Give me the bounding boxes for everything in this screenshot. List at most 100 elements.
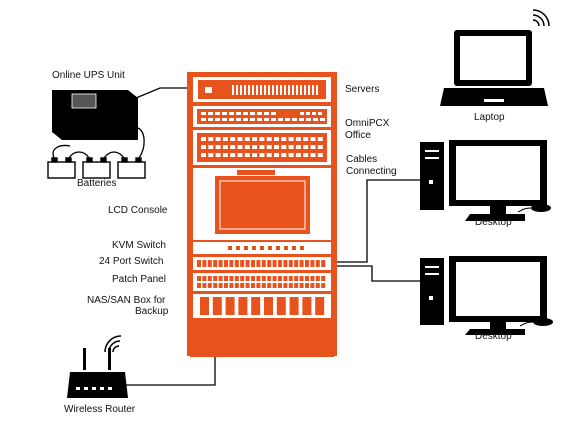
pcx-port bbox=[271, 112, 276, 115]
pcx-port bbox=[318, 112, 322, 115]
patch-port bbox=[197, 283, 201, 288]
patch-port bbox=[315, 276, 320, 281]
pcx-port bbox=[215, 112, 220, 115]
pcx-port bbox=[281, 145, 287, 149]
server-vent bbox=[304, 85, 306, 95]
switch-port bbox=[299, 260, 304, 267]
nas-bay bbox=[238, 297, 248, 315]
pcx-port bbox=[288, 137, 294, 141]
nas-label-line1: NAS/SAN Box for bbox=[87, 295, 166, 306]
patch-port bbox=[256, 276, 261, 281]
pcx-port bbox=[243, 112, 248, 115]
kvm-button bbox=[284, 246, 288, 250]
switch-port bbox=[202, 260, 207, 267]
switch-to-desktop-bottom-line bbox=[328, 265, 420, 282]
switch-port bbox=[207, 260, 212, 267]
patch-port bbox=[218, 283, 223, 288]
pcx-port bbox=[264, 112, 269, 115]
nas-bay bbox=[200, 297, 209, 315]
pcx-port bbox=[295, 153, 301, 157]
switch-port bbox=[218, 260, 223, 267]
patch-port bbox=[321, 283, 326, 288]
server-vent bbox=[272, 85, 274, 95]
patch-port bbox=[197, 276, 201, 281]
pcx-port bbox=[222, 137, 228, 141]
patch-port bbox=[207, 283, 212, 288]
servers-label: Servers bbox=[345, 84, 380, 95]
pcx-port bbox=[266, 137, 272, 141]
server-vent bbox=[316, 85, 318, 95]
pcx-port bbox=[292, 118, 297, 121]
lcd-screen-bezel bbox=[219, 180, 306, 230]
patch-port bbox=[299, 276, 304, 281]
pcx-port bbox=[299, 118, 304, 121]
pcx-port bbox=[312, 112, 316, 115]
server-vent bbox=[300, 85, 302, 95]
server-vent bbox=[252, 85, 254, 95]
kvm-button bbox=[276, 246, 280, 250]
nas-label-line2: Backup bbox=[135, 306, 169, 317]
patch-port bbox=[261, 283, 266, 288]
desktop-icon bbox=[420, 256, 553, 335]
pcx-port bbox=[317, 145, 323, 149]
pcx-port bbox=[236, 112, 241, 115]
pcx-port bbox=[281, 153, 287, 157]
pcx-port bbox=[237, 145, 243, 149]
switch-ports bbox=[197, 260, 326, 267]
switch-port bbox=[251, 260, 255, 267]
rack-base bbox=[190, 351, 334, 357]
pcx-port bbox=[208, 145, 214, 149]
server-vents bbox=[232, 85, 318, 95]
pcx-port bbox=[229, 118, 234, 121]
switch-port bbox=[305, 260, 309, 267]
pcx-port bbox=[313, 118, 318, 121]
pcx-port bbox=[274, 153, 279, 157]
patch-port bbox=[202, 283, 207, 288]
omnipcx-a-inner bbox=[197, 109, 327, 124]
cables-label-line1: Cables bbox=[346, 154, 378, 165]
pcx-port bbox=[288, 153, 294, 157]
pcx-port bbox=[215, 137, 221, 141]
wifi-icon bbox=[104, 335, 122, 353]
patch-port bbox=[305, 276, 309, 281]
pcx-port bbox=[208, 112, 213, 115]
pcx-port bbox=[201, 118, 206, 121]
wireless-router-label: Wireless Router bbox=[64, 404, 136, 415]
server-vent bbox=[232, 85, 234, 95]
nas-bay bbox=[251, 297, 261, 315]
pcx-port bbox=[236, 118, 241, 121]
pcx-port bbox=[201, 145, 206, 149]
server-vent bbox=[284, 85, 286, 95]
server-vent bbox=[244, 85, 246, 95]
server-rack-icon bbox=[187, 72, 337, 357]
omnipcx-a-ports bbox=[201, 112, 325, 121]
server-vent bbox=[236, 85, 238, 95]
pcx-port bbox=[285, 118, 290, 121]
wireless-router-icon bbox=[67, 348, 128, 398]
pcx-port bbox=[252, 145, 258, 149]
port-switch-label: 24 Port Switch bbox=[99, 256, 164, 267]
nas-bay bbox=[212, 297, 222, 315]
desktop-icon bbox=[420, 140, 551, 221]
pcx-port bbox=[237, 153, 243, 157]
pcx-port bbox=[303, 137, 309, 141]
server-vent bbox=[280, 85, 282, 95]
kvm-button bbox=[260, 246, 264, 250]
omnipcx-b-ports bbox=[201, 137, 323, 157]
pcx-port bbox=[288, 145, 294, 149]
nas-bay bbox=[302, 297, 312, 315]
pcx-port bbox=[274, 137, 279, 141]
switch-port bbox=[213, 260, 218, 267]
pcx-port bbox=[230, 137, 236, 141]
patch-port bbox=[240, 276, 245, 281]
pcx-port bbox=[252, 153, 258, 157]
patch-port bbox=[288, 276, 293, 281]
server-vent bbox=[240, 85, 242, 95]
switch-port bbox=[197, 260, 201, 267]
pcx-port bbox=[310, 137, 316, 141]
pcx-port bbox=[252, 137, 258, 141]
pcx-port bbox=[259, 145, 265, 149]
laptop-icon bbox=[440, 30, 548, 106]
server-vent bbox=[268, 85, 270, 95]
